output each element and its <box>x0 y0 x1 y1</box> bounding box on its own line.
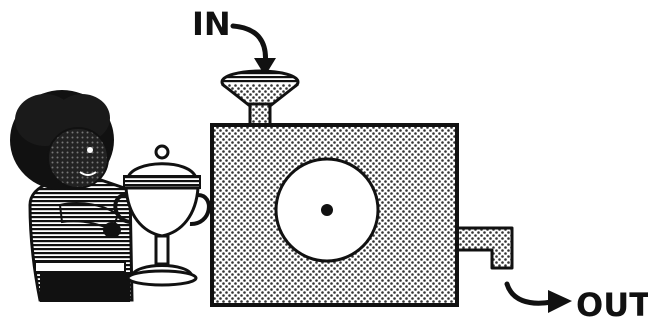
output-label: OUT <box>576 286 648 324</box>
outlet-pipe-icon <box>455 228 512 268</box>
input-arrow-icon <box>233 26 276 76</box>
person-with-trophy-icon <box>10 90 132 302</box>
funnel-icon <box>222 71 298 126</box>
input-label: IN <box>192 5 231 43</box>
dial-center <box>321 204 333 216</box>
black-box-machine-icon <box>212 125 457 305</box>
output-arrow-icon <box>507 284 572 313</box>
